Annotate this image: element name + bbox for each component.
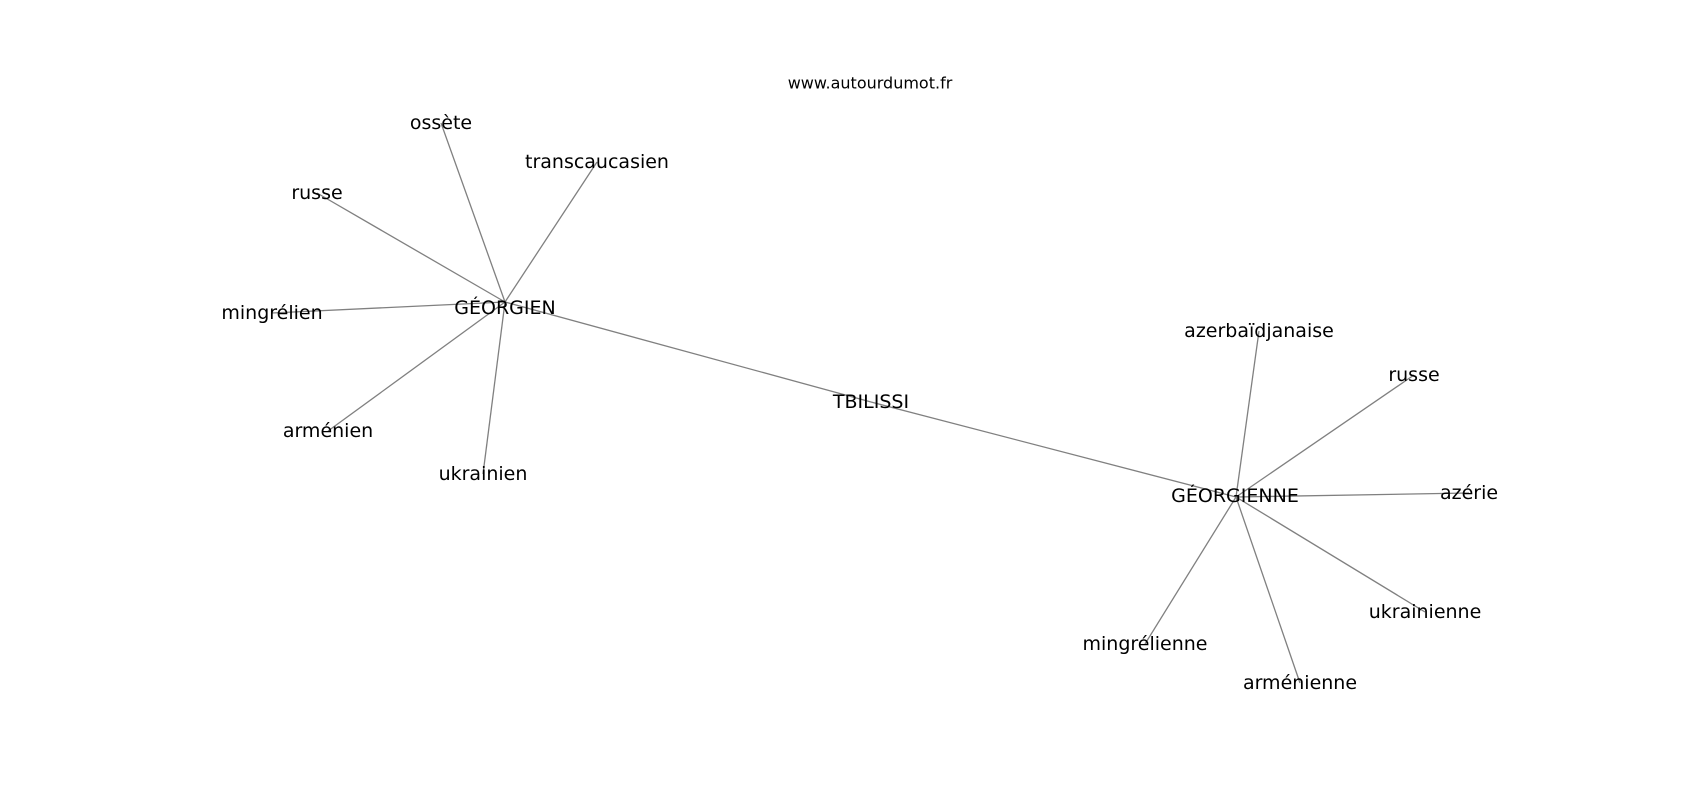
node-ukrainienne: ukrainienne — [1369, 601, 1482, 623]
node-azerbaidjanaise: azerbaïdjanaise — [1184, 320, 1334, 342]
edge-georgienne-armenienne — [1235, 496, 1301, 684]
node-transcaucasien: transcaucasien — [525, 151, 669, 173]
node-azerie: azérie — [1440, 482, 1498, 504]
source-watermark: www.autourdumot.fr — [788, 74, 953, 93]
edge-georgien-ukrainien — [482, 301, 506, 475]
edge-tbilissi-georgienne — [870, 401, 1237, 498]
edge-georgienne-azerbaidjanaise — [1235, 330, 1260, 498]
node-georgien: GÉORGIEN — [454, 296, 555, 319]
node-georgienne: GÉORGIENNE — [1171, 484, 1299, 507]
node-russe-f: russe — [1388, 364, 1439, 386]
node-ukrainien: ukrainien — [439, 463, 528, 485]
node-tbilissi: TBILISSI — [832, 391, 909, 413]
edge-tbilissi-georgien — [504, 301, 872, 403]
edge-georgienne-russe-f — [1235, 374, 1415, 498]
edge-georgien-mingrelien — [271, 301, 506, 314]
node-armenienne: arménienne — [1243, 672, 1357, 694]
edge-georgien-transcaucasien — [504, 161, 598, 303]
edge-georgien-armenien — [327, 301, 506, 432]
graph-nodes: TBILISSI GÉORGIEN GÉORGIENNE ossète transcau… — [221, 112, 1498, 694]
edge-georgien-russe-m — [316, 192, 506, 303]
edge-georgien-ossete — [440, 122, 506, 303]
node-mingrelienne: mingrélienne — [1083, 633, 1208, 655]
edge-georgienne-azerie — [1235, 492, 1470, 498]
node-mingrelien: mingrélien — [221, 302, 322, 324]
graph-edges — [271, 122, 1470, 684]
node-russe-m: russe — [291, 182, 342, 204]
edge-georgienne-ukrainienne — [1235, 496, 1426, 613]
edge-georgienne-mingrelienne — [1144, 496, 1237, 645]
node-armenien: arménien — [283, 420, 373, 442]
node-ossete: ossète — [410, 112, 472, 134]
